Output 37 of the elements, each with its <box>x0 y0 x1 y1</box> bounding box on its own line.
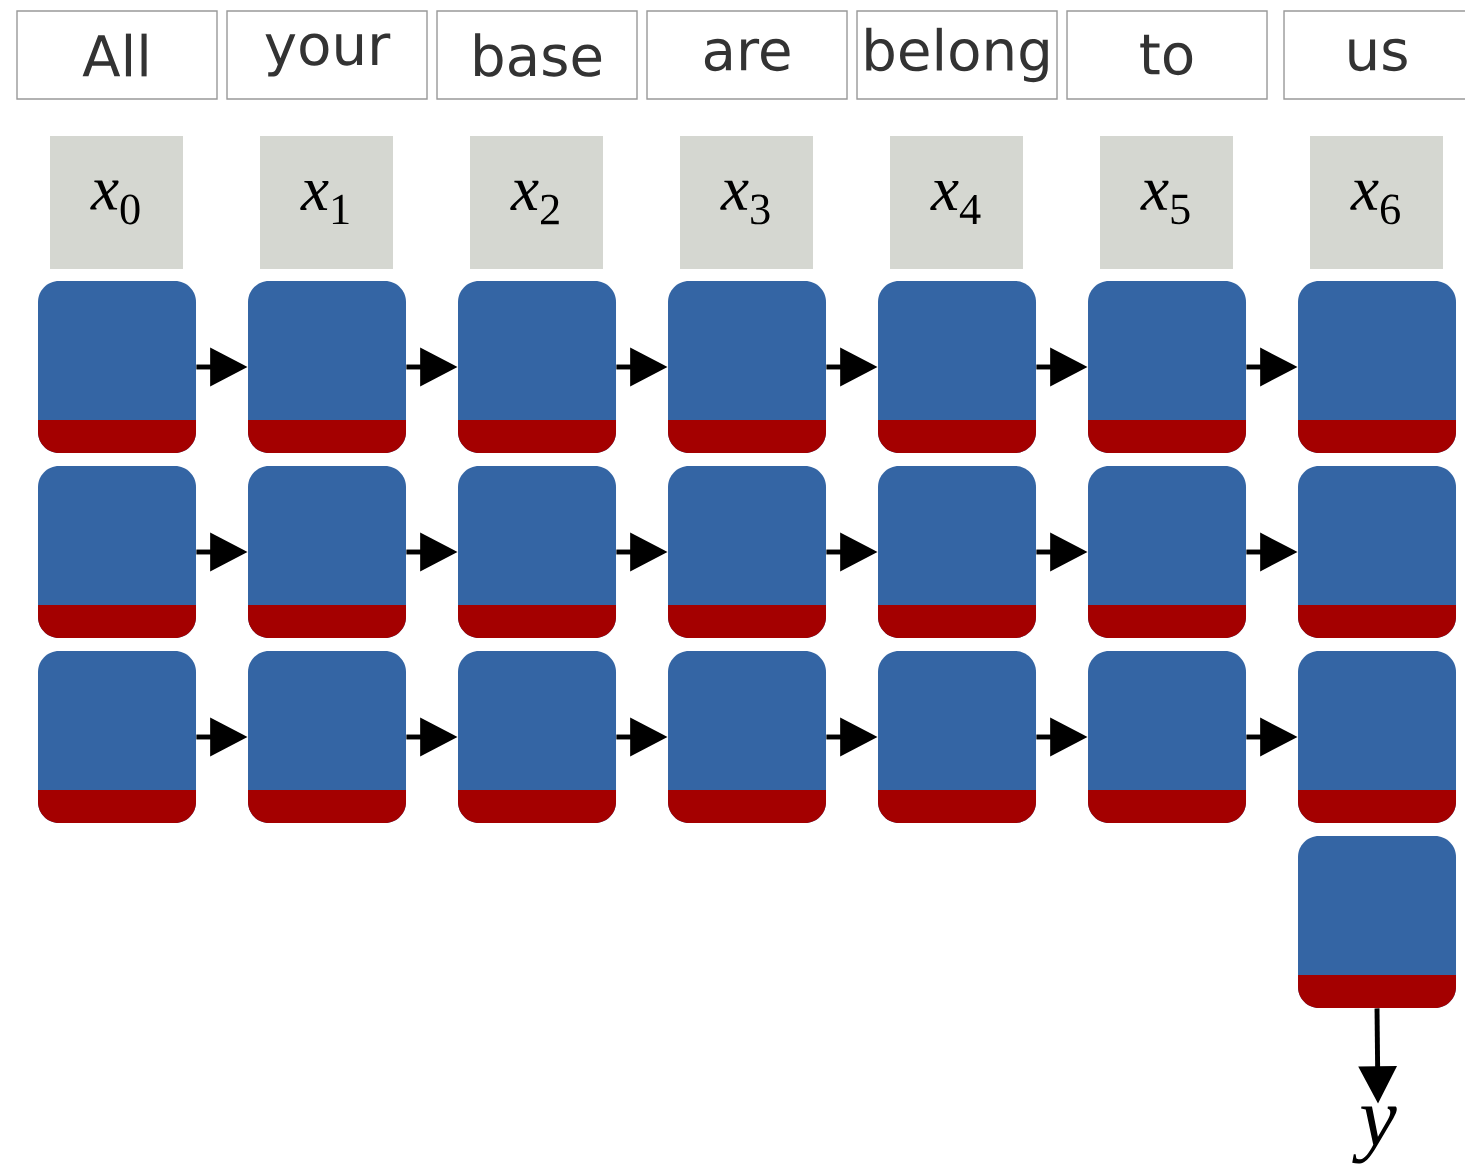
cell-block <box>668 651 826 823</box>
cell-block <box>458 281 616 453</box>
input-box: x$_{0}$ <box>50 136 183 269</box>
word-box: All <box>16 10 218 100</box>
input-box: x$_{5}$ <box>1100 136 1233 269</box>
cell-block <box>668 466 826 638</box>
input-box: x$_{1}$ <box>260 136 393 269</box>
cell-block <box>878 466 1036 638</box>
cell-block <box>38 466 196 638</box>
cell-block <box>1298 651 1456 823</box>
word-box: base <box>436 10 638 100</box>
cell-block <box>1088 281 1246 453</box>
word-box: are <box>646 10 848 100</box>
cell-block <box>458 651 616 823</box>
cell-block <box>878 281 1036 453</box>
cell-block <box>38 281 196 453</box>
cell-block <box>248 651 406 823</box>
input-box: x$_{3}$ <box>680 136 813 269</box>
cell-block <box>38 651 196 823</box>
word-box: belong <box>856 10 1058 100</box>
cell-block <box>248 281 406 453</box>
cell-block <box>668 281 826 453</box>
cell-block <box>1298 466 1456 638</box>
word-box: us <box>1283 10 1465 100</box>
cell-block <box>1298 836 1456 1008</box>
word-box: your <box>226 10 428 100</box>
input-box: x$_{6}$ <box>1310 136 1443 269</box>
cell-block <box>458 466 616 638</box>
cell-block <box>248 466 406 638</box>
input-box: x$_{4}$ <box>890 136 1023 269</box>
word-box: to <box>1066 10 1268 100</box>
cell-block <box>1298 281 1456 453</box>
cell-block <box>1088 466 1246 638</box>
input-box: x$_{2}$ <box>470 136 603 269</box>
cell-block <box>878 651 1036 823</box>
output-label: y <box>1352 1106 1397 1164</box>
cell-block <box>1088 651 1246 823</box>
